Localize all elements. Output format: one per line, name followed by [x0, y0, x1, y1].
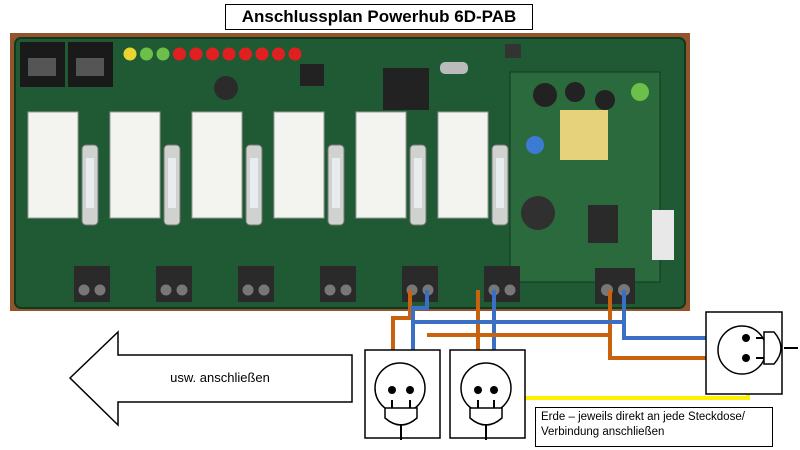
fuse — [496, 158, 504, 208]
led-row — [123, 47, 302, 61]
led-red-icon — [272, 47, 285, 61]
relay-channel-6 — [437, 111, 520, 302]
relay — [355, 111, 407, 219]
mcu-chip — [383, 68, 429, 110]
led-red-icon — [239, 47, 252, 61]
arrow-label: usw. anschließen — [170, 370, 270, 385]
led-red-icon — [189, 47, 203, 61]
earth-note-line-1: Erde – jeweils direkt an jede Steckdose/ — [541, 411, 745, 423]
relay — [437, 111, 489, 219]
fuse — [86, 158, 94, 208]
arrow-left-icon — [68, 330, 353, 427]
terminal-screw — [324, 284, 336, 296]
ic-chip — [300, 64, 324, 86]
screw-terminal — [238, 266, 274, 302]
terminal-screw — [160, 284, 172, 296]
fuse — [250, 158, 258, 208]
terminal-screw — [176, 284, 188, 296]
led-yellow-icon — [123, 47, 137, 61]
terminal-screw — [242, 284, 254, 296]
socket-2 — [449, 349, 526, 440]
relay — [273, 111, 325, 219]
crystal — [440, 62, 468, 74]
fuse — [414, 158, 422, 208]
wire-live-supply — [608, 335, 746, 360]
led-red-icon — [288, 47, 302, 61]
supply-terminal — [595, 268, 635, 304]
relay — [109, 111, 161, 219]
power-supply-module — [509, 71, 674, 283]
screw-terminal — [156, 266, 192, 302]
screw-terminal — [320, 266, 356, 302]
fuse — [168, 158, 176, 208]
terminal-screw — [504, 284, 516, 296]
wire-neutral-socket-1 — [411, 290, 429, 390]
relay-bank — [27, 111, 520, 302]
relay-channel-1 — [27, 111, 110, 302]
led-red-icon — [255, 47, 269, 61]
relay — [191, 111, 243, 219]
page-title: Anschlussplan Powerhub 6D-PAB — [225, 4, 533, 30]
terminal-screw — [78, 284, 90, 296]
fuse — [332, 158, 340, 208]
rj45-jack-right — [68, 42, 113, 87]
led-red-icon — [173, 47, 186, 61]
earth-note-line-2: Verbindung anschließen — [541, 426, 665, 438]
screw-terminal — [402, 266, 438, 302]
capacitor-small — [505, 44, 521, 58]
relay-channel-4 — [273, 111, 356, 302]
led-red-icon — [206, 47, 219, 61]
socket-1 — [364, 349, 441, 440]
earth-note: Erde – jeweils direkt an jede Steckdose/… — [535, 407, 773, 447]
terminal-screw — [258, 284, 270, 296]
terminal-screw — [340, 284, 352, 296]
led-green-icon — [140, 47, 153, 61]
screw-terminal — [484, 266, 520, 302]
rj45-jack-left — [20, 42, 65, 87]
led-green-icon — [156, 47, 170, 61]
screw-terminal — [74, 266, 110, 302]
mains-plug — [705, 311, 798, 395]
relay — [27, 111, 79, 219]
relay-channel-3 — [191, 111, 274, 302]
led-red-icon — [222, 47, 236, 61]
relay-channel-2 — [109, 111, 192, 302]
terminal-screw — [94, 284, 106, 296]
capacitor — [214, 76, 238, 100]
